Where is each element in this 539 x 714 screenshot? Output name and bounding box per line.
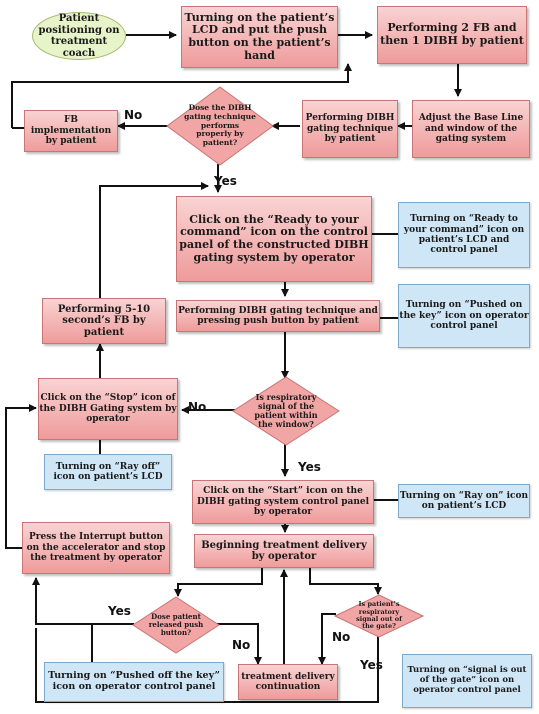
decision-released-text: Dose patient released push button? [148, 611, 204, 638]
stop-click-node: Click on the “Stop” icon of the DIBH Gat… [38, 378, 178, 440]
label-yes-released: Yes [108, 604, 131, 618]
decision-proper-text: Dose the DIBH gating technique performs … [184, 103, 256, 147]
continuation-node: treatment delivery continuation [238, 664, 338, 700]
turn-on-lcd-node: Turning on the patient’s LCD and put the… [181, 6, 338, 68]
perform-dibh-node: Performing DIBH gating technique by pati… [302, 100, 398, 158]
fb-implementation-node: FB implementation by patient [24, 110, 118, 152]
decision-gate-text: Is patient’s respiratory signal out of t… [356, 600, 402, 631]
start-click-node: Click on the “Start” icon on the DIBH ga… [192, 480, 374, 524]
gate-note: Turning on “signal is out of the gate” i… [402, 654, 532, 708]
begin-treatment-node: Beginning treatment delivery by operator [194, 534, 374, 568]
perform-push-node: Performing DIBH gating technique and pre… [176, 300, 380, 332]
ray-on-note: Turning on “Ray on” icon on patient’s LC… [398, 484, 530, 518]
label-no-gate: No [332, 630, 351, 644]
fb-seconds-node: Performing 5-10 second’s FB by patient [42, 298, 166, 344]
label-no-proper: No [124, 108, 143, 122]
label-yes-window: Yes [298, 460, 321, 474]
pushed-off-note: Turning on “Pushed off the key” icon on … [44, 662, 224, 702]
ready-command-node: Click on the “Ready to your command” ico… [176, 196, 372, 282]
adjust-baseline-node: Adjust the Base Line and window of the g… [412, 100, 530, 158]
ready-note: Turning on “Ready to your command” icon … [398, 202, 530, 268]
fb-dibh-node: Performing 2 FB and then 1 DIBH by patie… [377, 6, 527, 64]
label-no-released: No [232, 638, 251, 652]
ray-off-note: Turning on “Ray off” icon on patient’s L… [44, 454, 172, 490]
label-yes-proper: Yes [214, 174, 237, 188]
pushed-key-note: Turning on “Pushed on the key” icon on o… [398, 284, 530, 348]
interrupt-node: Press the Interrupt button on the accele… [22, 522, 170, 574]
start-node: Patient positioning on treatment coach [32, 12, 126, 60]
label-no-window: No [188, 400, 207, 414]
decision-window-text: Is respiratory signal of the patient wit… [254, 391, 318, 430]
label-yes-gate: Yes [360, 658, 383, 672]
